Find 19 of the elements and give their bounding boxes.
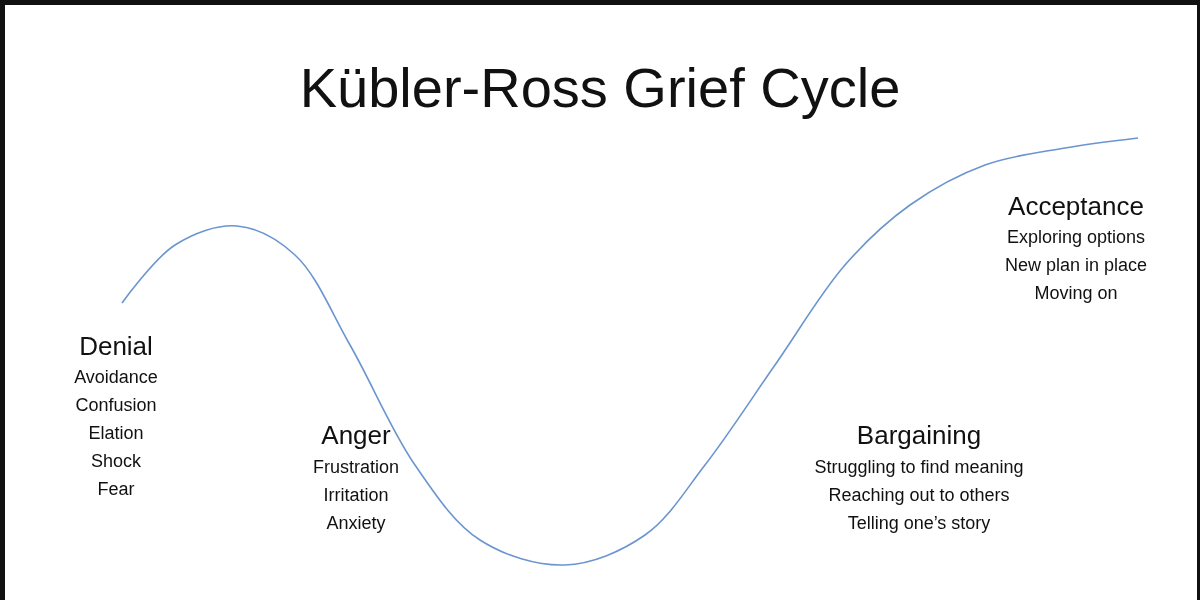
stage-symptom: Moving on: [1034, 284, 1118, 304]
stage-symptom: Confusion: [75, 396, 157, 416]
diagram-title: Kübler-Ross Grief Cycle: [299, 57, 901, 119]
stage-symptom: Avoidance: [74, 368, 158, 388]
stage-symptom: Reaching out to others: [828, 486, 1010, 506]
stage-symptom: Anxiety: [326, 514, 386, 534]
stage-symptom: Struggling to find meaning: [814, 458, 1024, 478]
stage-symptom: Frustration: [313, 458, 399, 478]
stage-heading: Denial: [79, 331, 153, 361]
stage-symptom: Elation: [88, 424, 144, 444]
stage-symptom: Telling one’s story: [847, 514, 991, 534]
stage-symptom: Irritation: [323, 486, 389, 506]
stage-symptom: Fear: [97, 480, 135, 500]
stage-heading: Anger: [321, 420, 391, 450]
stage-heading: Bargaining: [856, 420, 982, 450]
stage-symptom: Shock: [91, 452, 141, 472]
stage-symptom: Exploring options: [1006, 228, 1146, 248]
stage-symptom: New plan in place: [1004, 256, 1148, 276]
stage-heading: Acceptance: [1008, 191, 1144, 221]
